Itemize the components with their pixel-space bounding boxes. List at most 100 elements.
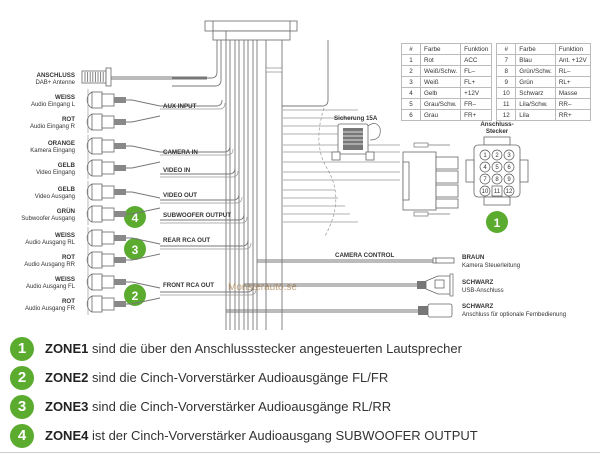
connector-subtitle: Audio Ausgang FR <box>25 306 76 312</box>
pin-cell: Gelb <box>419 87 462 99</box>
connector-subtitle: Audio Ausgang RR <box>24 262 75 268</box>
connector-title: ROT <box>62 116 75 123</box>
zone-description: sind die Cinch-Vorverstärker Audioausgän… <box>88 399 392 414</box>
zone-name: ZONE4 <box>45 428 89 443</box>
pin-cell: RL+ <box>554 76 591 88</box>
usb-cable <box>244 273 454 297</box>
connector-subtitle: DAB+ Antenne <box>35 80 75 86</box>
wire <box>160 216 248 224</box>
pin-cell: 10 <box>496 87 517 99</box>
plug-pin: 8 <box>491 173 503 185</box>
pin-cell: Masse <box>554 87 591 99</box>
wire-label-rear-rca-out: REAR RCA OUT <box>163 237 210 244</box>
svg-text:1: 1 <box>483 153 487 159</box>
pin-table-header: # Farbe Funktion # Farbe Funktion <box>401 43 591 55</box>
head-unit-connector <box>204 20 298 41</box>
svg-text:2: 2 <box>132 289 139 303</box>
connector-subtitle: Video Ausgang <box>35 194 75 200</box>
plug-pin: 7 <box>479 173 491 185</box>
right-label-braun-sub: Kamera Steuerleitung <box>462 263 520 269</box>
plug-pin: 2 <box>491 149 503 161</box>
connector-title: ANSCHLUSS <box>36 72 75 79</box>
zone-badge-icon: 2 <box>10 365 34 390</box>
pin-cell: 6 <box>401 109 421 121</box>
plug-label-line1: Anschluss- <box>480 121 513 128</box>
zone-badge-1: 1 <box>486 211 508 233</box>
wire <box>160 239 249 247</box>
connector-subtitle: Audio Ausgang FL <box>26 284 76 290</box>
zone-name: ZONE2 <box>45 370 89 385</box>
legend-text: ZONE4 ist der Cinch-Vorverstärker Audioa… <box>45 428 478 443</box>
wire <box>160 167 236 175</box>
connector-subtitle: Subwoofer Ausgang <box>21 216 75 222</box>
connector-title: GELB <box>58 186 76 193</box>
zone-description: sind die Cinch-Vorverstärker Audioausgän… <box>88 370 389 385</box>
svg-text:8: 8 <box>495 177 499 183</box>
pin-cell: FL– <box>460 65 493 77</box>
pin-cell: Grün/Schw. <box>515 65 556 77</box>
right-label-usb-sub: USB-Anschluss <box>462 288 504 294</box>
zone-name: ZONE1 <box>45 341 89 356</box>
wire <box>160 288 257 296</box>
right-label-remote-title: SCHWARZ <box>462 303 493 310</box>
right-label-usb-title: SCHWARZ <box>462 279 493 286</box>
wire-label-camera-in: CAMERA IN <box>163 149 198 156</box>
connector-subtitle: Audio Eingang L <box>31 102 76 108</box>
remote-cable <box>226 303 453 318</box>
wire <box>160 145 231 153</box>
camera-control-cable: CAMERA CONTROL <box>257 252 455 264</box>
connector-title: WEISS <box>55 94 75 101</box>
plug-pin: 10 <box>479 185 491 197</box>
wire <box>160 102 226 110</box>
svg-text:4: 4 <box>132 211 139 225</box>
svg-text:6: 6 <box>507 165 511 171</box>
plug-pin: 6 <box>503 161 515 173</box>
connector-title: ROT <box>62 254 75 261</box>
pin-cell: Grün <box>515 76 556 88</box>
wire-label-subwoofer-output: SUBWOOFER OUTPUT <box>163 212 231 219</box>
svg-text:4: 4 <box>483 165 487 171</box>
pin-cell: 8 <box>496 65 517 77</box>
zone-badge-icon: 3 <box>10 394 34 419</box>
pin-cell: FR– <box>460 98 493 110</box>
fuse-label: Sicherung 15A <box>334 115 378 122</box>
pin-cell: Rot <box>419 54 462 66</box>
connector-subtitle: Audio Eingang R <box>30 124 76 130</box>
usb-icon <box>434 279 445 289</box>
connector-title: WEISS <box>55 232 75 239</box>
connector-subtitle: Audio Ausgang RL <box>25 240 75 246</box>
plug-label-line2: Stecker <box>486 128 509 135</box>
zone-badge-2: 2 <box>124 284 146 306</box>
wire <box>160 148 234 156</box>
svg-text:10: 10 <box>482 189 489 195</box>
fuse-15a: Sicherung 15A <box>331 115 381 161</box>
pin-cell: Grau <box>419 109 462 121</box>
pin-cell: Weiß/Schw. <box>419 65 462 77</box>
pin-cell: 1 <box>401 54 421 66</box>
plug-pin: 12 <box>503 185 515 197</box>
connector-subtitle: Video Eingang <box>36 170 75 176</box>
legend-text: ZONE1 sind die über den Anschlussstecker… <box>45 341 462 356</box>
wire <box>160 213 245 221</box>
pin-cell: RR+ <box>554 109 591 121</box>
wire-label-camera-control: CAMERA CONTROL <box>335 252 394 259</box>
wire <box>160 170 239 178</box>
pin-cell: 5 <box>401 98 421 110</box>
wire-label-video-out: VIDEO OUT <box>163 192 197 199</box>
